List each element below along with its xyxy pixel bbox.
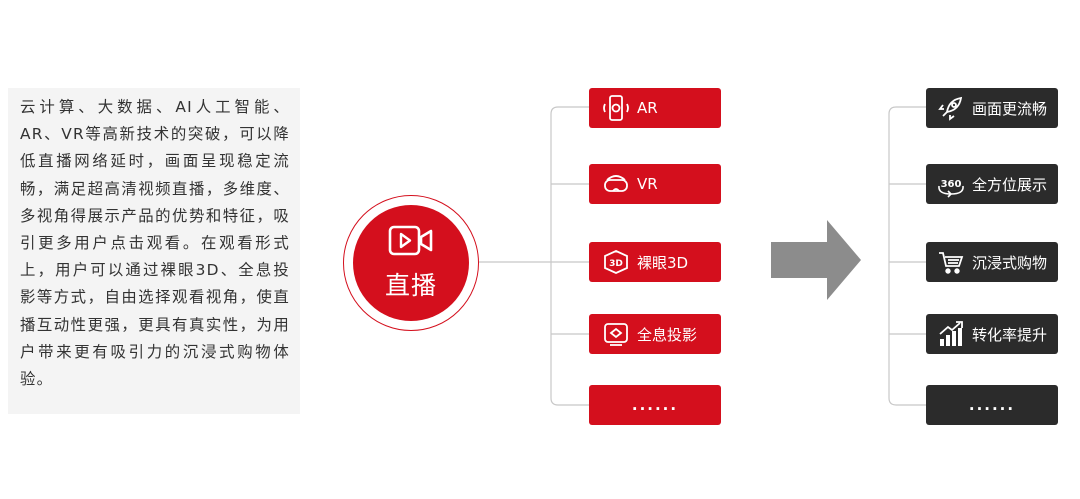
tech-bracket [550, 106, 589, 406]
rocket-icon [936, 93, 966, 123]
tech-item-label: 裸眼3D [637, 253, 689, 272]
tech-item-ar: AR [589, 88, 721, 128]
benefit-item-smooth: 画面更流畅 [926, 88, 1058, 128]
benefit-item-conversion: 转化率提升 [926, 314, 1058, 354]
growth-chart-icon [936, 319, 966, 349]
vr-headset-icon [601, 169, 631, 199]
arrow-right-icon [771, 220, 861, 300]
shopping-cart-icon [936, 247, 966, 277]
tech-item-label: VR [637, 175, 658, 193]
benefit-item-label: ...... [968, 396, 1016, 414]
tech-item-3d: 3D 裸眼3D [589, 242, 721, 282]
ar-phone-icon [601, 93, 631, 123]
benefit-item-immersive: 沉浸式购物 [926, 242, 1058, 282]
tech-item-label: AR [637, 99, 658, 117]
benefit-bracket [888, 106, 926, 406]
svg-text:360: 360 [941, 179, 962, 190]
video-camera-icon [388, 224, 434, 262]
tech-item-label: ...... [631, 396, 679, 414]
benefit-item-label: 转化率提升 [972, 325, 1048, 344]
benefit-item-label: 画面更流畅 [972, 99, 1048, 118]
description-panel: 云计算、大数据、AI人工智能、AR、VR等高新技术的突破，可以降低直播网络延时，… [8, 88, 300, 414]
benefit-item-label: 全方位展示 [972, 175, 1048, 194]
tech-item-label: 全息投影 [637, 325, 698, 344]
tech-item-hologram: 全息投影 [589, 314, 721, 354]
hub-circle: 直播 [353, 205, 469, 321]
3d-cube-icon: 3D [601, 247, 631, 277]
hologram-icon [601, 319, 631, 349]
hub-label: 直播 [384, 271, 437, 300]
tech-item-more: ...... [589, 385, 721, 425]
360-icon: 360 [936, 169, 966, 199]
benefit-item-360: 360 全方位展示 [926, 164, 1058, 204]
tech-item-vr: VR [589, 164, 721, 204]
description-text: 云计算、大数据、AI人工智能、AR、VR等高新技术的突破，可以降低直播网络延时，… [20, 98, 290, 389]
benefit-item-label: 沉浸式购物 [972, 253, 1048, 272]
benefit-item-more: ...... [926, 385, 1058, 425]
svg-text:3D: 3D [609, 259, 623, 269]
